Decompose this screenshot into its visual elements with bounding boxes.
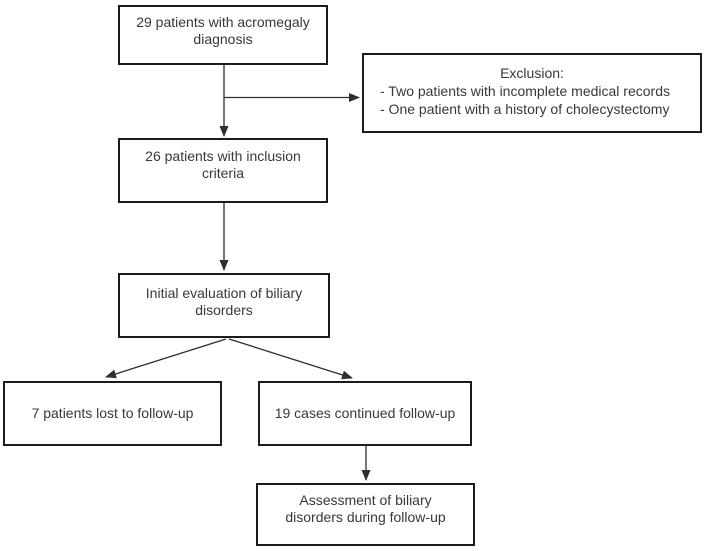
box-initial-evaluation: Initial evaluation of biliary disorders — [118, 273, 330, 338]
exclusion-item: - Two patients with incomplete medical r… — [380, 83, 670, 99]
box-text-line: 7 patients lost to follow-up — [31, 405, 194, 421]
box-text-line: 26 patients with inclusion — [145, 148, 301, 164]
arrow-initial-evaluation-to-lost — [105, 338, 227, 379]
exclusion-title: Exclusion: — [500, 65, 564, 81]
arrow-initial-evaluation-to-continued — [228, 338, 353, 380]
box-text-line: Initial evaluation of biliary — [145, 285, 303, 301]
box-text-line: disorders — [195, 302, 253, 318]
box-acromegaly-diagnosis: 29 patients with acromegaly diagnosis — [118, 5, 328, 65]
box-lost-to-followup: 7 patients lost to follow-up — [3, 381, 222, 446]
box-inclusion-criteria: 26 patients with inclusion criteria — [118, 138, 328, 203]
box-exclusion: Exclusion: - Two patients with incomplet… — [362, 53, 702, 133]
box-text-line: criteria — [201, 165, 244, 181]
box-text-line: 19 cases continued follow-up — [274, 405, 456, 421]
box-text-line: diagnosis — [193, 31, 253, 47]
box-text-line: disorders during follow-up — [285, 509, 446, 525]
box-assessment-followup: Assessment of biliary disorders during f… — [256, 483, 475, 546]
box-text-line: Assessment of biliary — [299, 492, 432, 508]
box-continued-followup: 19 cases continued follow-up — [258, 381, 472, 446]
exclusion-item: - One patient with a history of cholecys… — [380, 101, 670, 117]
box-text-line: 29 patients with acromegaly — [136, 14, 310, 30]
